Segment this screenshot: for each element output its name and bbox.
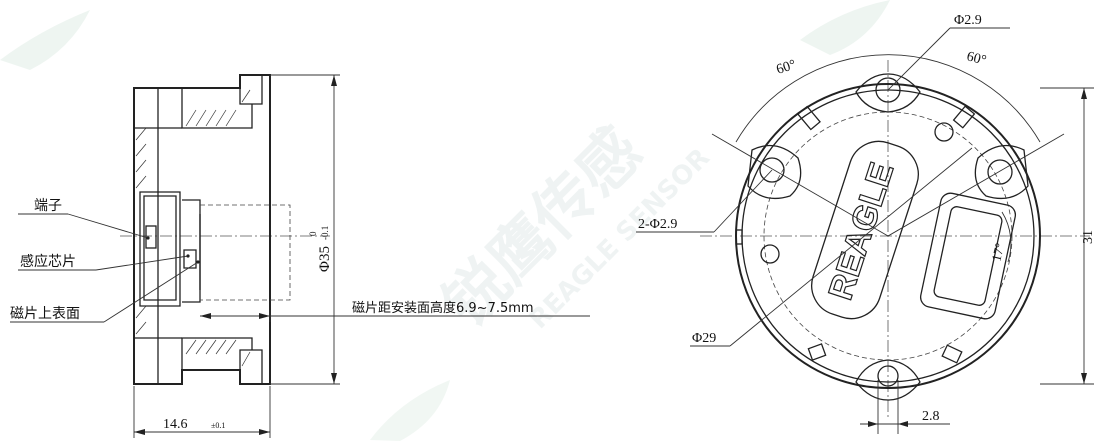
side-view: Φ35 0 -0.1 14.6 ±0.1 磁片距安装面高度6.9~7.5mm 端… [10, 74, 590, 438]
brand-text: REAGLE [821, 158, 901, 304]
dim-width-tol: ±0.1 [211, 421, 225, 430]
label-sensing-chip: 感应芯片 [20, 253, 76, 270]
dim-width-14-6: 14.6 [163, 417, 188, 432]
dim-hole-top: Φ2.9 [954, 13, 982, 28]
dim-angle-window: 17° [988, 241, 1007, 262]
dim-diameter-tol-upper: 0 [308, 231, 318, 236]
dim-circle: Φ29 [692, 331, 716, 346]
front-view: REAGLE Φ2.9 60° 60° 2-Φ2.9 Φ29 2.8 17° [636, 13, 1094, 434]
dim-slot: 2.8 [922, 409, 940, 424]
dim-diameter-35: Φ35 [317, 246, 333, 272]
dim-diameter-tol-lower: -0.1 [320, 226, 330, 240]
dim-holes-side: 2-Φ2.9 [638, 217, 677, 232]
label-terminal: 端子 [34, 198, 62, 214]
label-magnet-top-surface: 磁片上表面 [10, 306, 80, 322]
dim-angle-right: 60° [965, 49, 988, 68]
dim-angle-left: 60° [775, 57, 798, 77]
magnet-height-note: 磁片距安装面高度6.9~7.5mm [352, 300, 534, 316]
dim-height: 31 [1081, 230, 1094, 244]
